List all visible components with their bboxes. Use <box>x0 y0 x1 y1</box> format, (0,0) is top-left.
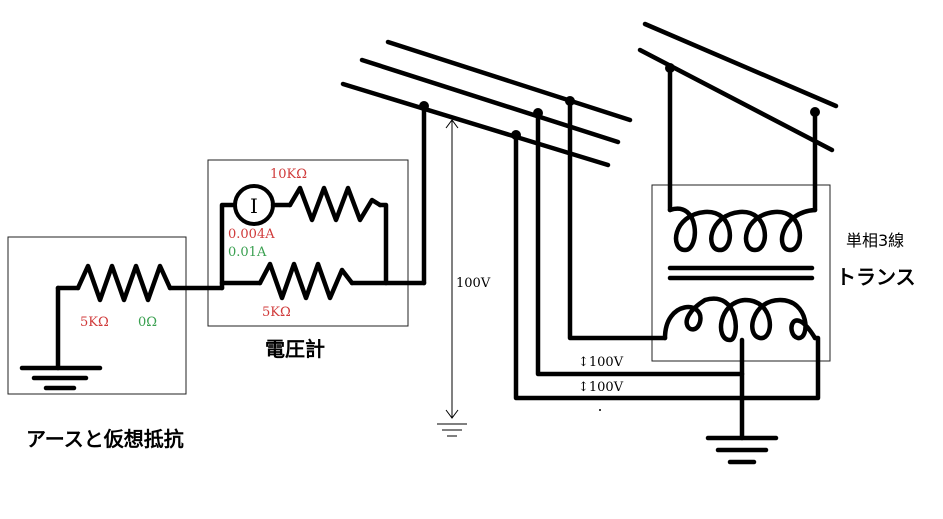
voltage-lower-label: ↕100V <box>578 380 624 395</box>
voltmeter-circuit <box>219 103 427 301</box>
r-earth-label: 5KΩ <box>80 315 109 330</box>
earth-resistor <box>19 263 225 391</box>
voltage-arrow-total <box>437 119 467 437</box>
current-green-label: 0.01A <box>228 245 267 260</box>
earth-title: アースと仮想抵抗 <box>26 427 184 451</box>
voltage-total-label: 100V <box>456 276 491 291</box>
stray-dot <box>599 409 601 411</box>
overhead-lines-left <box>340 39 633 168</box>
earth-resistor-box <box>7 236 187 395</box>
voltmeter-box <box>207 159 409 327</box>
meter-symbol-label: I <box>250 194 258 218</box>
transformer-feed-wires <box>513 65 821 401</box>
transformer-title-line2: トランス <box>836 265 916 289</box>
r-meter-top-label: 10KΩ <box>270 167 307 182</box>
current-red-label: 0.004A <box>228 227 275 242</box>
voltage-upper-label: ↕100V <box>578 355 624 370</box>
transformer-symbol <box>662 206 818 465</box>
transformer-title-line1: 単相3線 <box>846 231 904 250</box>
meter-title: 電圧計 <box>265 337 325 361</box>
r-meter-bottom-label: 5KΩ <box>262 305 291 320</box>
r-earth-zero-label: 0Ω <box>138 315 157 330</box>
